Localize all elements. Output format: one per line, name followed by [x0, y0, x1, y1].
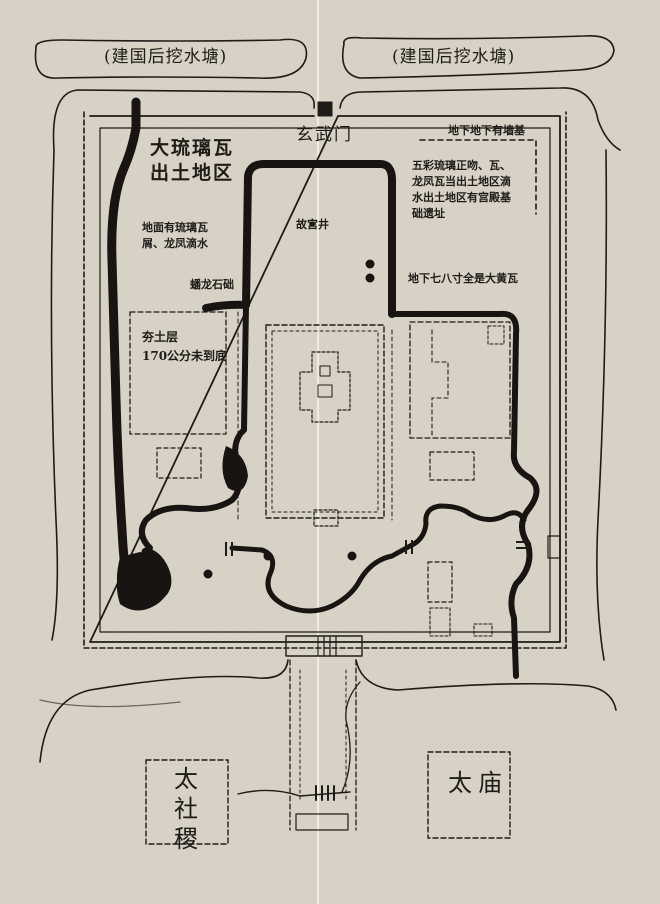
south-corridor-inner [299, 669, 347, 801]
moat-west [50, 149, 59, 641]
north-central-trench [242, 160, 396, 318]
dragon-stone-link [202, 300, 250, 312]
south-gate-bars [317, 635, 337, 657]
central-courtyard-inner [271, 330, 379, 513]
underground-wall-base-label: 地下地下有墙基 [448, 124, 525, 137]
east-gate [547, 535, 561, 559]
pond-left-label: (建国后挖水塘) [104, 47, 228, 67]
east-trench [389, 310, 540, 679]
taisheji-enclosure [145, 759, 229, 845]
east-enclosure-box [487, 325, 505, 345]
south-ground-line-left [39, 659, 289, 763]
taimiao-enclosure [427, 751, 511, 839]
south-faint-line [39, 699, 181, 708]
main-hall-box-2 [317, 384, 333, 398]
south-corridor-walls [289, 659, 357, 831]
south-drain-ticks [315, 785, 335, 801]
west-enclosure [129, 311, 227, 435]
pond-right [341, 34, 615, 79]
underground-wall-base [419, 139, 537, 215]
central-courtyard [265, 324, 385, 519]
pond-left [34, 38, 308, 79]
east-small-building [429, 451, 475, 481]
south-ground-line-right [355, 659, 617, 711]
east-enclosure-partition [431, 329, 449, 437]
ground-glazed-note: 地面有琉璃瓦 屑、龙凤滴水 [142, 221, 208, 250]
taisheji-label: 太社稷 [174, 765, 200, 853]
south-loop [229, 503, 527, 614]
excavation-blobs [116, 221, 375, 611]
dragon-stone-label: 蟠龙石础 [190, 278, 234, 291]
east-enclosure [409, 321, 511, 439]
yellow-tiles-note: 地下七八寸全是大黄瓦 [408, 272, 518, 285]
wall-crenellation [83, 111, 567, 649]
taimiao-label: 太庙 [448, 769, 508, 797]
south-outer-gate [295, 813, 349, 831]
south-drain-curve [341, 681, 361, 793]
pond-right-label: (建国后挖水塘) [392, 47, 516, 67]
wall-inner-line [99, 127, 551, 633]
xuanwu-gate-label: 玄武门 [296, 125, 353, 145]
se-building-1 [427, 561, 453, 603]
five-color-note: 五彩琉璃正吻、瓦、 龙凤瓦当出土地区滴 水出土地区有宫殿基 础遗址 [412, 159, 511, 220]
big-glazed-tiles-label: 大琉璃瓦 出土地区 [150, 137, 235, 184]
west-trench [107, 97, 141, 605]
imperial-well-label: 故宫井 [296, 218, 329, 231]
se-building-2 [429, 607, 451, 637]
main-hall [299, 351, 351, 423]
moat-top-right [339, 87, 621, 151]
wall-outer-line [89, 115, 561, 643]
west-small-building [156, 447, 202, 479]
moat-top-left [52, 89, 316, 151]
xuanwu-gate-mark [317, 101, 333, 117]
rammed-earth-note: 夯土层 170公分未到底 [142, 330, 228, 363]
central-gate [313, 509, 339, 527]
main-hall-box-1 [319, 365, 331, 377]
south-drain-line [237, 789, 351, 797]
bridge-ticks [225, 540, 530, 556]
moat-east [596, 149, 608, 661]
